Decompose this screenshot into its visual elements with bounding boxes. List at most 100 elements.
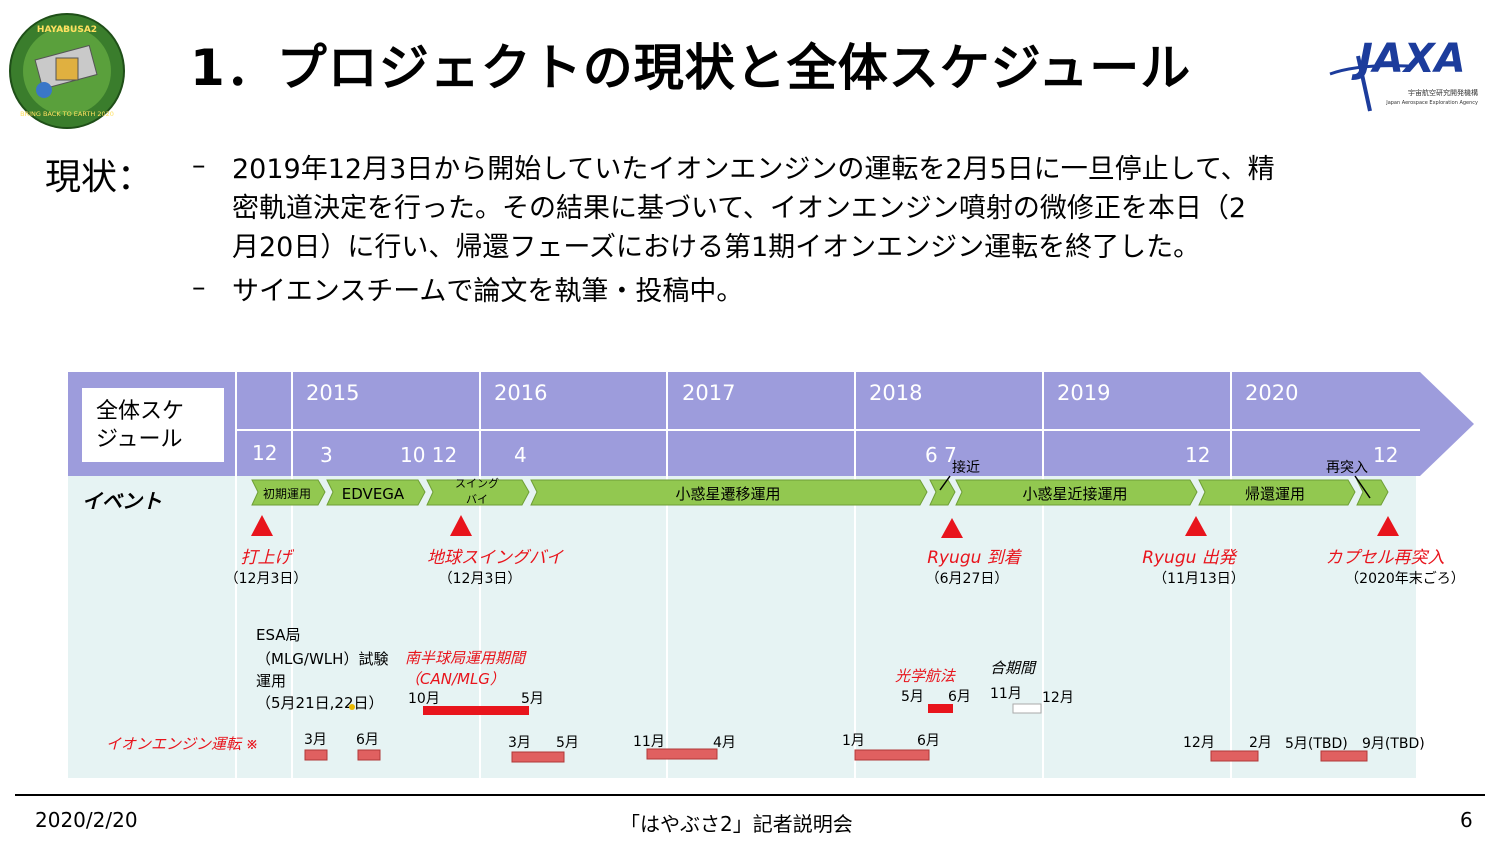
ion-label: イオンエンジン運転 ※	[106, 735, 258, 753]
milestone-date: （2020年末ごろ）	[1345, 571, 1465, 587]
year-label: 2015	[306, 381, 359, 405]
month-label: 12	[252, 441, 277, 465]
bullet-dash: –	[192, 272, 206, 303]
conjunction-end: 12月	[1042, 690, 1074, 706]
footer-date: 2020/2/20	[35, 808, 138, 832]
esa-line: （MLG/WLH）試験	[256, 650, 388, 668]
milestone-name: 打上げ	[241, 548, 295, 568]
south-title: 南半球局運用期間	[405, 649, 527, 667]
ion-bar	[1210, 750, 1259, 762]
phase-label: 小惑星近接運用	[1022, 485, 1127, 503]
schedule-label-line1: 全体スケ	[96, 399, 184, 424]
esa-line: （5月21日,22日）	[256, 694, 384, 712]
logo-top-text: HAYABUSA2	[37, 25, 97, 35]
phase-reentry	[1356, 479, 1389, 506]
ion-mark: 2月	[1249, 735, 1272, 751]
ion-mark: 6月	[917, 733, 940, 749]
phase-initial	[251, 479, 326, 506]
logo-bottom-text: BRING BACK TO EARTH 2020	[20, 110, 114, 118]
jaxa-logo: JAXA 宇宙航空研究開発機構 Japan Aerospace Explorat…	[1329, 36, 1478, 112]
conjunction-title: 合期間	[990, 659, 1037, 677]
phase-label: EDVEGA	[342, 485, 405, 503]
milestone-name: カプセル再突入	[1326, 548, 1445, 568]
footer-title: 「はやぶさ2」記者説明会	[620, 812, 853, 836]
year-label: 2019	[1057, 381, 1110, 405]
reentry-label: 再突入	[1326, 460, 1368, 476]
south-sub: （CAN/MLG）	[405, 670, 505, 688]
phase-label: スイング	[455, 476, 499, 490]
timeline-band	[68, 372, 1474, 476]
milestone-marker	[941, 518, 963, 538]
conjunction-start: 11月	[990, 686, 1022, 702]
ion-mark: 5月(TBD)	[1285, 736, 1348, 752]
event-label: イベント	[82, 489, 162, 513]
status-label: 現状：	[45, 157, 154, 198]
phase-label: バイ	[466, 493, 488, 506]
milestone-marker	[1185, 516, 1207, 536]
bullet-1-line: 月20日）に行い、帰還フェーズにおける第1期イオンエンジン運転を終了した。	[232, 232, 1201, 263]
bullet-1-line: 2019年12月3日から開始していたイオンエンジンの運転を2月5日に一旦停止して…	[232, 154, 1275, 185]
year-label: 2020	[1245, 381, 1298, 405]
milestone-name: Ryugu 到着	[927, 548, 1023, 568]
milestone-name: 地球スイングバイ	[427, 548, 564, 568]
month-label: 12	[1373, 443, 1398, 467]
esa-line: ESA局	[256, 626, 301, 644]
jaxa-sub-ja: 宇宙航空研究開発機構	[1408, 88, 1478, 97]
approach-label: 接近	[952, 459, 980, 476]
ion-bar	[511, 751, 565, 763]
month-label: 4	[514, 443, 527, 467]
conjunction-bar	[1012, 703, 1042, 714]
south-start: 10月	[408, 691, 440, 707]
slide-title: 1．プロジェクトの現状と全体スケジュール	[190, 39, 1192, 97]
jaxa-sub-en: Japan Aerospace Exploration Agency	[1385, 100, 1478, 106]
milestone-marker	[1377, 516, 1399, 536]
schedule-label-line2: ジュール	[96, 427, 182, 452]
ion-bar	[357, 749, 381, 761]
south-end: 5月	[521, 691, 544, 707]
milestone-date: （12月3日）	[225, 571, 308, 587]
phase-label: 初期運用	[263, 487, 311, 501]
ion-mark: 5月	[556, 735, 579, 751]
month-label: 12	[1185, 443, 1210, 467]
ion-bar	[854, 749, 930, 761]
milestone-date: （12月3日）	[439, 571, 522, 587]
ion-mark: 3月	[508, 735, 531, 751]
milestone-date: （6月27日）	[926, 571, 1009, 587]
phase-edvega	[326, 479, 426, 506]
bullet-1: 2019年12月3日から開始していたイオンエンジンの運転を2月5日に一旦停止して…	[232, 150, 1275, 267]
ion-mark: 12月	[1183, 735, 1215, 751]
page-number: 6	[1460, 808, 1473, 832]
ion-mark: 6月	[356, 732, 379, 748]
bullet-2: サイエンスチームで論文を執筆・投稿中。	[232, 272, 743, 311]
ion-mark: 3月	[304, 732, 327, 748]
footer-divider	[15, 794, 1485, 796]
ion-bar	[646, 748, 718, 760]
south-bar	[423, 706, 529, 715]
month-label: 3	[320, 443, 333, 467]
year-label: 2016	[494, 381, 547, 405]
ion-mark: 4月	[713, 735, 736, 751]
optical-title: 光学航法	[895, 667, 956, 685]
esa-line: 運用	[256, 672, 286, 690]
phase-proximity	[955, 479, 1198, 506]
ion-bar	[304, 749, 328, 761]
ion-mark: 11月	[633, 734, 665, 750]
optical-start: 5月	[901, 689, 924, 705]
year-label: 2018	[869, 381, 922, 405]
esa-dot	[349, 704, 355, 710]
bullet-2-line: サイエンスチームで論文を執筆・投稿中。	[232, 276, 744, 307]
ion-mark: 1月	[842, 733, 865, 749]
milestone-marker	[450, 515, 472, 536]
milestone-marker	[251, 515, 273, 536]
ion-bar	[1320, 750, 1368, 762]
month-label: 6 7	[925, 443, 957, 467]
hayabusa2-logo: HAYABUSA2 BRING BACK TO EARTH 2020	[9, 13, 125, 129]
bullet-1-line: 密軌道決定を行った。その結果に基づいて、イオンエンジン噴射の微修正を本日（2	[232, 193, 1247, 224]
milestone-date: （11月13日）	[1153, 571, 1245, 587]
ion-mark: 9月(TBD)	[1362, 736, 1425, 752]
jaxa-wordmark: JAXA	[1351, 36, 1466, 82]
year-label: 2017	[682, 381, 735, 405]
milestone-name: Ryugu 出発	[1142, 548, 1238, 568]
phase-label: 小惑星遷移運用	[675, 485, 780, 503]
